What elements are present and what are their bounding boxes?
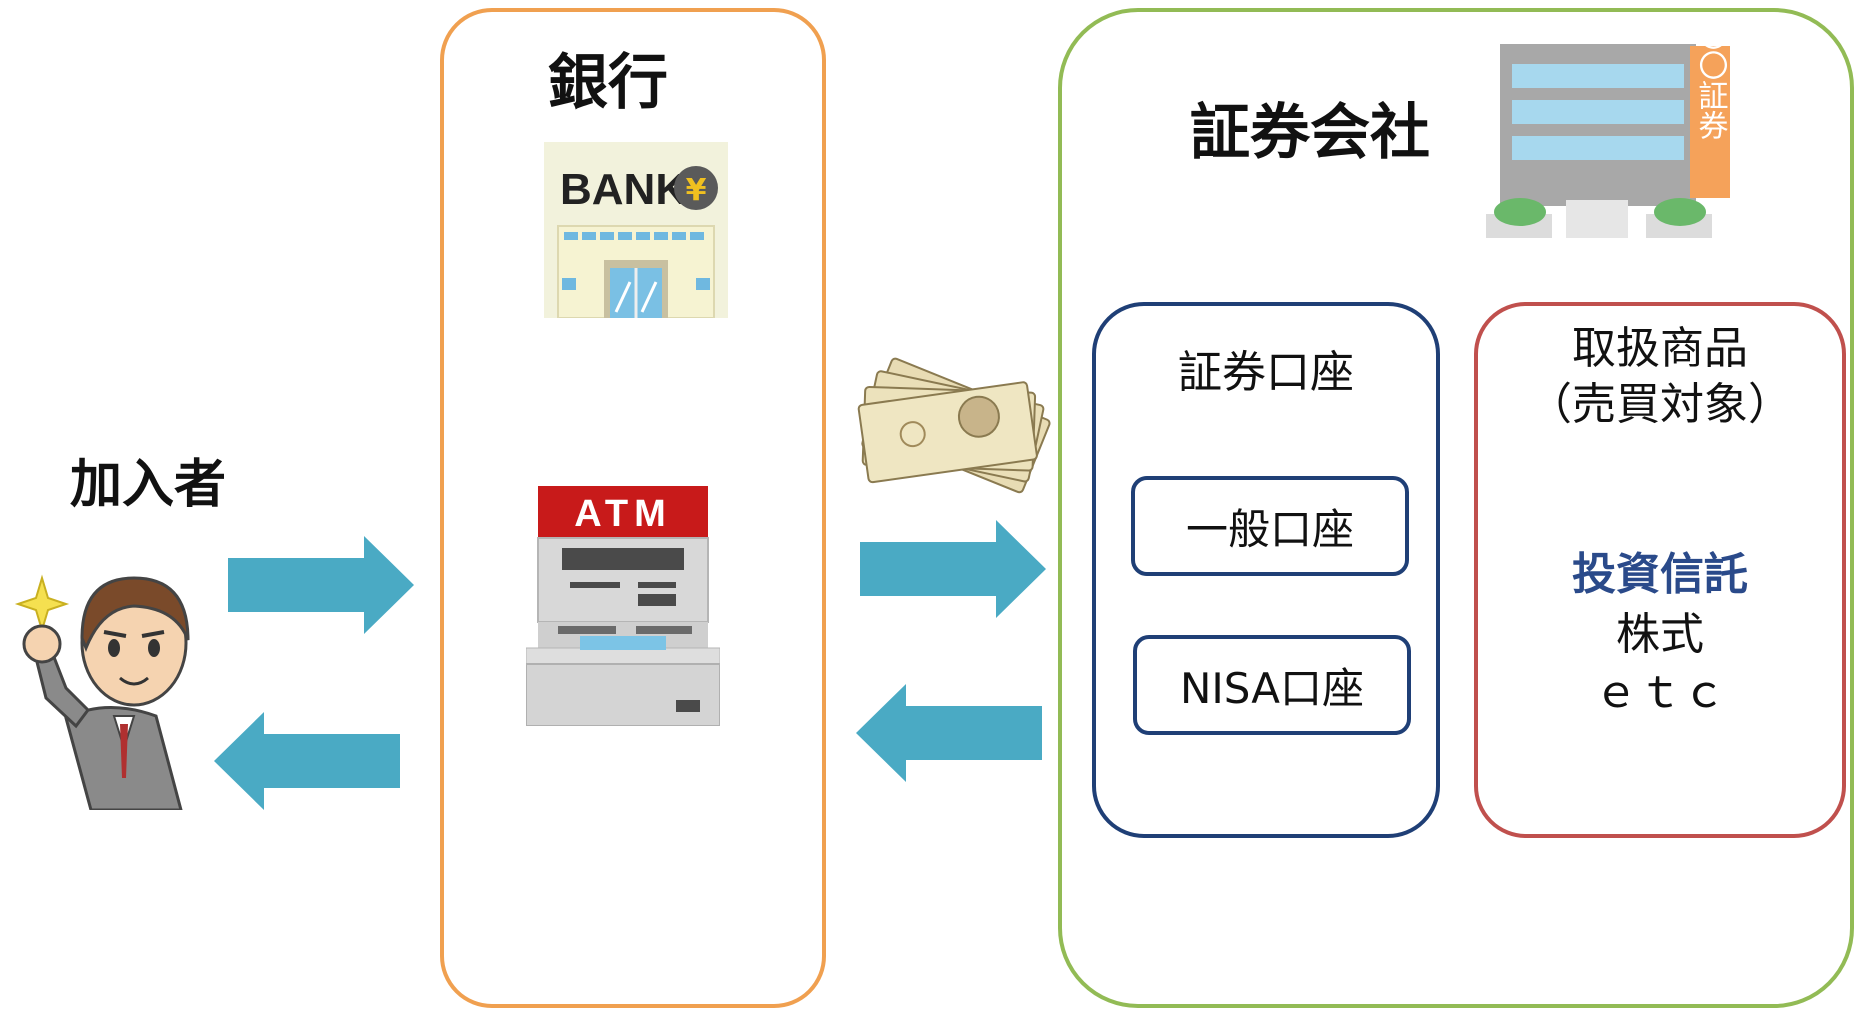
arrow-right-icon bbox=[228, 536, 414, 634]
nisa-account: NISA口座 bbox=[1133, 635, 1411, 735]
securities-account-box bbox=[1092, 302, 1440, 838]
cash-icon bbox=[857, 357, 1051, 494]
securities-container bbox=[1058, 8, 1854, 1008]
arrow-left-icon bbox=[214, 712, 400, 810]
products-box bbox=[1474, 302, 1846, 838]
arrow-left-icon bbox=[856, 684, 1042, 782]
atm-icon: ATM bbox=[526, 486, 720, 726]
securities-account-title: 証券口座 bbox=[1178, 347, 1354, 398]
atm-text: ATM bbox=[574, 493, 672, 535]
bank-container bbox=[440, 8, 826, 1008]
arrow-right-icon bbox=[860, 520, 1046, 618]
bank-building-icon: BANK ¥ bbox=[544, 142, 728, 318]
product-stock: 株式 bbox=[1616, 609, 1704, 660]
general-account: 一般口座 bbox=[1131, 476, 1409, 576]
securities-building-sign: 〇〇証券 bbox=[1693, 44, 1728, 140]
products-title-line2: （売買対象） bbox=[1528, 379, 1792, 430]
product-investment-trust: 投資信託 bbox=[1572, 549, 1748, 600]
bank-sign-text: BANK bbox=[560, 165, 687, 214]
person-icon bbox=[14, 574, 190, 810]
bank-title: 銀行 bbox=[548, 48, 668, 118]
member-title: 加入者 bbox=[70, 455, 227, 515]
products-title-line1: 取扱商品 bbox=[1572, 323, 1748, 374]
svg-text:¥: ¥ bbox=[686, 173, 707, 208]
securities-building-icon: 〇〇証券 bbox=[1486, 44, 1730, 238]
product-etc: ｅｔｃ bbox=[1594, 667, 1726, 718]
securities-title: 証券会社 bbox=[1190, 98, 1430, 168]
